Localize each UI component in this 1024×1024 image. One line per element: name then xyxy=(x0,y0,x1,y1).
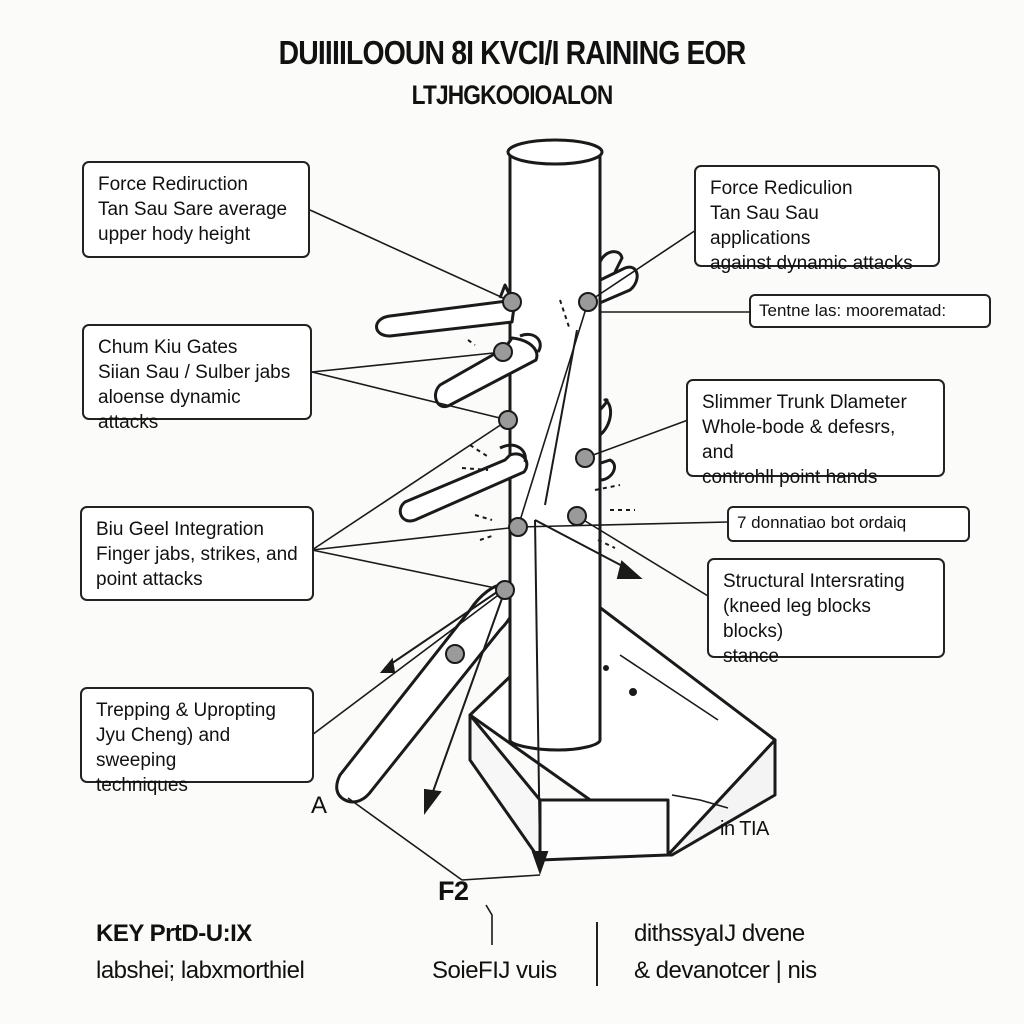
callout-line: point attacks xyxy=(96,569,203,590)
callout-line: Tan Sau Sare average xyxy=(98,199,288,220)
callout-line: against dynamic attacks xyxy=(710,253,913,274)
diagram-title: DUIIIILOOUN 8I KVCI/I RAINING EOR xyxy=(278,34,747,71)
callout-line: techniques xyxy=(96,775,188,796)
legend-scale: SoieFIJ vuis xyxy=(432,957,557,984)
callout-line: Tan Sau Sau applications xyxy=(710,203,819,249)
callout-line: Jyu Cheng) and sweeping xyxy=(96,725,231,771)
callout-line: Finger jabs, strikes, and xyxy=(96,544,298,565)
callout-line: Whole-bode & defesrs, and xyxy=(702,417,896,463)
callout-heading: Slimmer Trunk Dlameter xyxy=(702,392,907,413)
legend-key-title: KEY PrtD-U:IX xyxy=(96,920,252,947)
callout-slimmer-trunk-diameter: Slimmer Trunk Dlameter Whole-bode & defe… xyxy=(686,379,945,488)
callout-line: controhll point hands xyxy=(702,467,878,488)
callout-heading: Force Rediculion xyxy=(710,178,853,199)
dummy-arm-upper-left xyxy=(375,298,517,338)
legend-divider xyxy=(596,922,598,986)
callout-trepping-upropting: Trepping & Upropting Jyu Cheng) and swee… xyxy=(80,687,314,796)
callout-structural-intersrating: Structural Intersrating (kneed leg block… xyxy=(707,558,945,667)
point-label-a: A xyxy=(311,792,327,819)
callout-heading: Trepping & Upropting xyxy=(96,700,276,721)
callout-line: aloense dynamic attacks xyxy=(98,387,241,433)
diagram-subtitle: LTJHGKOOIOALON xyxy=(411,80,614,110)
dummy-base-side xyxy=(666,738,777,857)
callout-line: (kneed leg blocks blocks) xyxy=(723,596,871,642)
dimension-label: in TIA xyxy=(720,818,769,840)
dummy-arm-lower-left xyxy=(398,452,529,523)
callout-heading: Biu Geel Integration xyxy=(96,519,264,540)
callout-force-rediculion: Force Rediculion Tan Sau Sau application… xyxy=(694,165,940,274)
callout-heading: Structural Intersrating xyxy=(723,571,905,592)
callout-line: Siian Sau / Sulber jabs xyxy=(98,362,291,383)
tag-tension-label: Tentne las: moorematad: xyxy=(749,294,991,328)
tag-rotation-label: 7 donnatiao bot ordaiq xyxy=(727,506,970,542)
callout-force-rediruction: Force Rediruction Tan Sau Sare average u… xyxy=(82,161,310,258)
point-label-f2: F2 xyxy=(438,876,469,906)
callout-line: stance xyxy=(723,646,779,667)
callout-heading: Force Rediruction xyxy=(98,174,248,195)
callout-biu-geel-integration: Biu Geel Integration Finger jabs, strike… xyxy=(80,506,314,601)
legend-right-line1: dithssyaIJ dvene xyxy=(634,920,805,947)
legend-right-line2: & devanotcer | nis xyxy=(634,957,817,984)
legend-key-subtitle: labshei; labxmorthiel xyxy=(96,957,305,984)
callout-heading: Chum Kiu Gates xyxy=(98,337,238,358)
callout-line: upper hody height xyxy=(98,224,251,245)
dummy-trunk-top xyxy=(506,138,604,166)
dummy-base-front xyxy=(538,798,670,862)
callout-chum-kiu-gates: Chum Kiu Gates Siian Sau / Sulber jabs a… xyxy=(82,324,312,433)
